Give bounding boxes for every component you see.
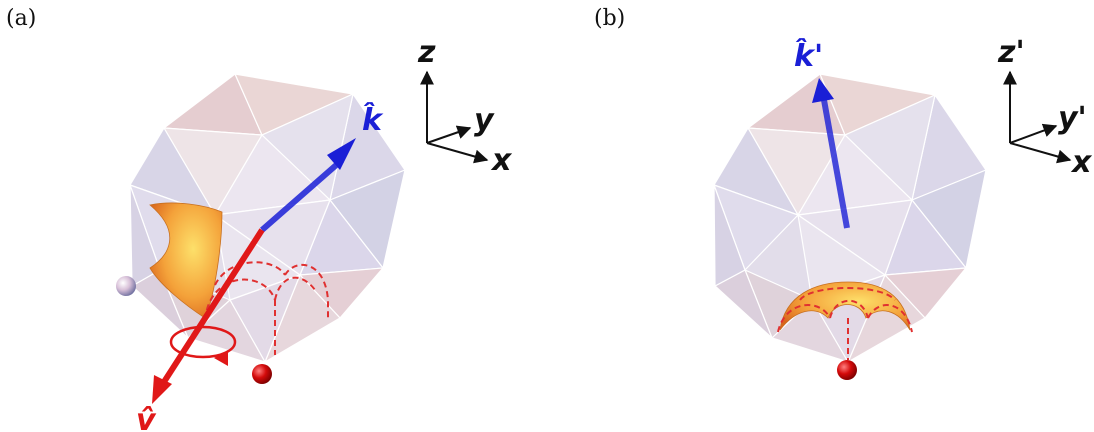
v-vector-a (159, 228, 265, 387)
k-vector-b (821, 99, 850, 229)
red-sphere-b (837, 360, 857, 380)
v-label-a: v̂ (136, 403, 157, 432)
polyhedron-b (713, 73, 987, 363)
k-arrowhead-a (327, 138, 356, 170)
axis-x-label-b: x (1070, 145, 1093, 180)
panel-label-b: (b) (594, 6, 626, 31)
panel-a: k̂ v̂ z y x (116, 35, 513, 432)
v-arrowhead-a (152, 375, 172, 404)
rotation-ring-a (169, 325, 237, 359)
dashed-arcs-a (204, 261, 329, 355)
axis-x-label-a: x (490, 143, 513, 178)
k-vector-a (260, 157, 344, 233)
axes-b (1003, 70, 1072, 164)
axis-y-label-b: y' (1058, 101, 1087, 136)
panel-label-a: (a) (6, 6, 37, 31)
k-label-a: k̂ (362, 103, 384, 138)
axes-a (420, 70, 489, 164)
k-label-b: k̂' (794, 39, 823, 74)
polyhedron-a (129, 73, 406, 363)
axis-y-label-a: y (474, 103, 495, 138)
panel-b: k̂' z' y' x (713, 35, 1093, 380)
dashed-arcs-b (777, 287, 913, 360)
pearl-sphere-a (116, 276, 136, 296)
axis-z-label-a: z (417, 35, 436, 70)
surface-patch-b (779, 281, 911, 331)
rotation-arrowhead-a (214, 350, 228, 366)
red-sphere-a (252, 364, 272, 384)
axis-z-label-b: z' (997, 35, 1025, 70)
k-arrowhead-b (812, 78, 834, 103)
